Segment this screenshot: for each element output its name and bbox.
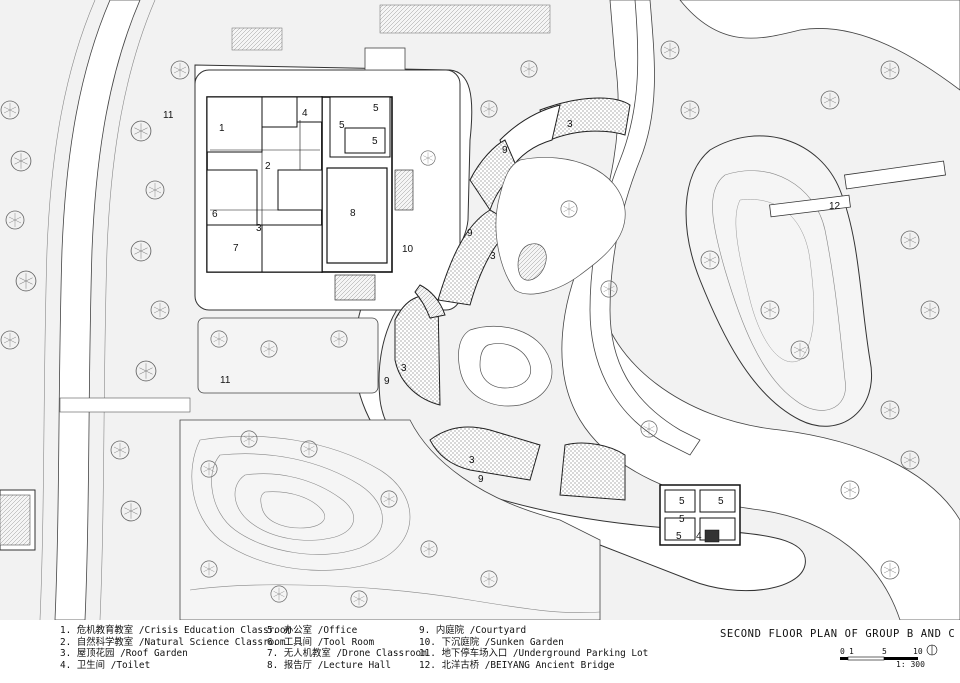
label-courtyard-4: 9 — [478, 474, 484, 485]
legend-item: 12. 北洋古桥 /BEIYANG Ancient Bridge — [419, 659, 615, 671]
label-office-c2: 5 — [718, 496, 724, 507]
label-roof-garden-c1: 3 — [567, 119, 573, 130]
site-plan-drawing — [0, 0, 960, 620]
drawing-title: SECOND FLOOR PLAN OF GROUP B AND C — [720, 628, 956, 640]
label-office-1: 5 — [373, 103, 379, 114]
north-arrow-icon — [926, 644, 938, 656]
label-roof-garden-c2: 3 — [490, 251, 496, 262]
legend-item: 3. 屋顶花园 /Roof Garden — [60, 648, 188, 660]
label-drone-classroom: 7 — [233, 243, 239, 254]
label-toilet-c: 4 — [696, 531, 702, 542]
group-c-building — [394, 97, 631, 501]
south-landscape — [179, 419, 601, 620]
scale-tick-5: 5 — [882, 647, 887, 656]
label-office-2: 5 — [339, 120, 345, 131]
bridge-12 — [769, 160, 946, 218]
label-office-c4: 5 — [676, 531, 682, 542]
group-b-building — [206, 96, 414, 301]
legend-item: 1. 危机教育教室 /Crisis Education Classroom — [60, 625, 292, 636]
legend-item: 11. 地下停车场入口 /Underground Parking Lot — [419, 648, 649, 660]
courtyard-landscape — [458, 157, 626, 407]
legend-item: 4. 卫生间 /Toilet — [60, 659, 151, 671]
legend-item: 7. 无人机教室 /Drone Classroom — [267, 648, 427, 660]
label-ancient-bridge: 12 — [829, 201, 841, 212]
label-courtyard-2: 9 — [467, 228, 473, 239]
legend-item: 2. 自然科学教室 /Natural Science Classroom — [60, 636, 286, 648]
label-parking-entry-1: 11 — [163, 110, 174, 121]
label-office-c1: 5 — [679, 496, 685, 507]
scale-bar-graphic — [840, 656, 918, 661]
scale-tick-10: 10 — [913, 647, 923, 656]
scale-ratio: 1: 300 — [896, 660, 925, 669]
label-roof-garden-c4: 3 — [469, 455, 475, 466]
label-tool-room: 6 — [212, 209, 218, 220]
label-natural-science-classroom: 2 — [265, 161, 271, 172]
scale-bar: 0 1 5 10 1: 300 — [838, 643, 938, 673]
label-courtyard-3: 9 — [384, 376, 390, 387]
label-roof-garden-b: 3 — [256, 223, 262, 234]
label-lecture-hall: 8 — [350, 208, 356, 219]
scale-tick-0: 0 — [840, 647, 845, 656]
legend-item: 9. 内庭院 /Courtyard — [419, 625, 527, 636]
label-parking-entry-2: 11 — [220, 375, 231, 386]
legend-item: 10. 下沉庭院 /Sunken Garden — [419, 636, 564, 648]
legend-item: 6. 工具间 /Tool Room — [267, 636, 375, 648]
legend-item: 8. 报告厅 /Lecture Hall — [267, 659, 392, 671]
legend-column-1: 1. 危机教育教室 /Crisis Education Classroom 2.… — [60, 625, 291, 671]
group-c-office-building — [659, 484, 741, 546]
label-courtyard-1: 9 — [502, 145, 508, 156]
label-crisis-education-classroom: 1 — [219, 123, 225, 134]
legend-column-2: 5. 办公室 /Office 6. 工具间 /Tool Room 7. 无人机教… — [267, 625, 427, 671]
legend-column-3: 9. 内庭院 /Courtyard 10. 下沉庭院 /Sunken Garde… — [419, 625, 648, 671]
label-sunken-garden: 10 — [402, 244, 414, 255]
label-office-3: 5 — [372, 136, 378, 147]
label-roof-garden-c3: 3 — [401, 363, 407, 374]
label-toilet: 4 — [302, 108, 308, 119]
legend-item: 5. 办公室 /Office — [267, 625, 358, 636]
label-office-c3: 5 — [679, 514, 685, 525]
scale-tick-1: 1 — [849, 647, 854, 656]
